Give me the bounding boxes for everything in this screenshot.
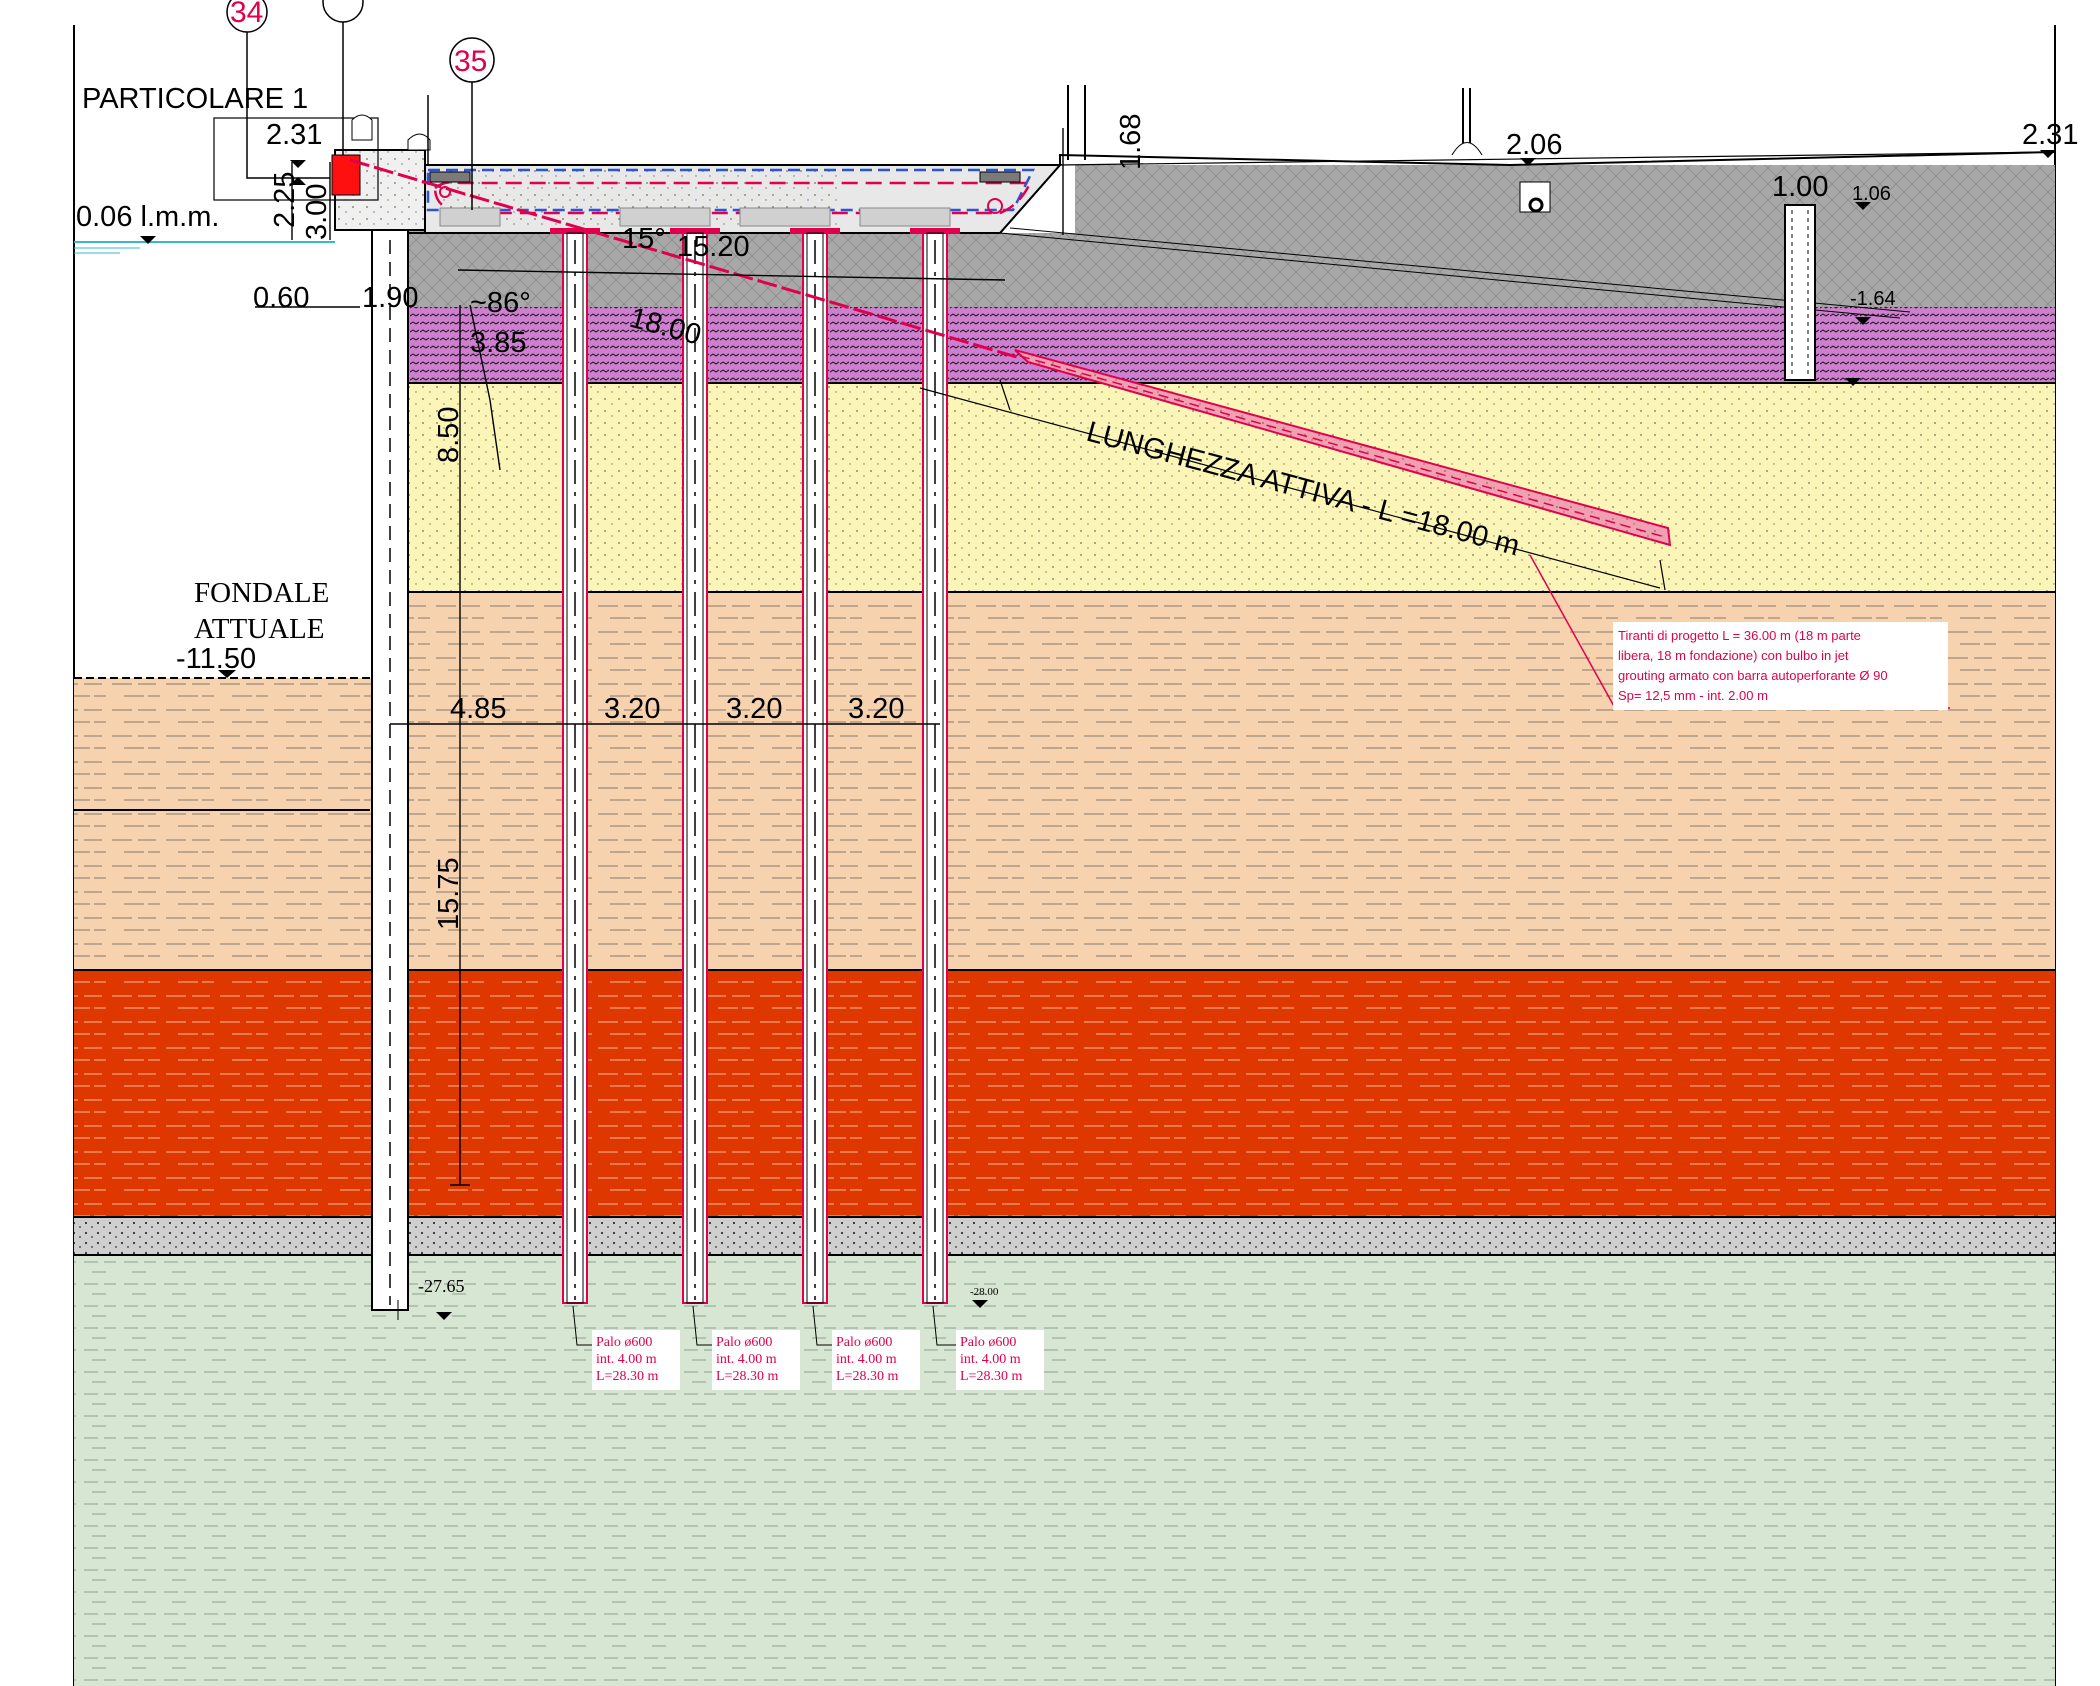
dim-spacing-1: 3.20 bbox=[604, 693, 660, 725]
dim-spacing-first: 4.85 bbox=[450, 693, 506, 725]
dim-060: 0.60 bbox=[253, 282, 309, 314]
tie-rod bbox=[349, 158, 1950, 709]
pile-label-line3: L=28.30 m bbox=[716, 1369, 778, 1384]
pile-label-line2: int. 4.00 m bbox=[960, 1352, 1021, 1367]
title-label: PARTICOLARE 1 bbox=[82, 83, 308, 115]
pile-label-line3: L=28.30 m bbox=[960, 1369, 1022, 1384]
water-level bbox=[74, 236, 335, 254]
dim-toe-wall: -27.65 bbox=[418, 1276, 465, 1296]
dim-angle-15: 15° bbox=[622, 223, 666, 255]
callout-34: 34 bbox=[230, 0, 263, 29]
pile-label-line2: int. 4.00 m bbox=[836, 1352, 897, 1367]
svg-text:libera, 18 m fondazione) con b: libera, 18 m fondazione) con bulbo in je… bbox=[1618, 648, 1849, 663]
quay-wall bbox=[213, 95, 431, 1320]
dim-206: 2.06 bbox=[1506, 129, 1562, 161]
pile-label-line2: int. 4.00 m bbox=[716, 1352, 777, 1367]
water-level-label: 0.06 l.m.m. bbox=[76, 201, 219, 233]
pile-label-line3: L=28.30 m bbox=[836, 1369, 898, 1384]
callout-35: 35 bbox=[454, 45, 487, 78]
callouts bbox=[226, 0, 495, 210]
dim-spacing-2: 3.20 bbox=[726, 693, 782, 725]
seabed-elevation: -11.50 bbox=[176, 643, 256, 675]
pile-label-box bbox=[956, 1330, 1044, 1390]
pile-label-line1: Palo ø600 bbox=[596, 1335, 652, 1350]
seabed-label-1: FONDALE bbox=[194, 577, 329, 609]
dim-231: 2.31 bbox=[2022, 119, 2078, 151]
pile-label-box bbox=[592, 1330, 680, 1390]
dim-spacing-3: 3.20 bbox=[848, 693, 904, 725]
pile-label-line2: int. 4.00 m bbox=[596, 1352, 657, 1367]
seabed-label-2: ATTUALE bbox=[194, 613, 324, 645]
dim-top-left: 2.31 bbox=[266, 119, 322, 151]
tie-note: Tiranti di progetto L = 36.00 m (18 m pa… bbox=[1613, 622, 1948, 710]
pile-label-box bbox=[712, 1330, 800, 1390]
capping-slab bbox=[424, 164, 1063, 234]
pile-label-line3: L=28.30 m bbox=[596, 1369, 658, 1384]
dim-190: 1.90 bbox=[362, 282, 418, 314]
dim-1575: 15.75 bbox=[433, 857, 465, 930]
pile-label-line1: Palo ø600 bbox=[716, 1335, 772, 1350]
pile-label-line1: Palo ø600 bbox=[836, 1335, 892, 1350]
dim-slab: 15.20 bbox=[677, 231, 750, 263]
dim-angle-86: ~86° bbox=[470, 287, 531, 319]
dim-wall-a: 2.25 bbox=[269, 172, 301, 228]
svg-text:Tiranti di progetto L = 36.00: Tiranti di progetto L = 36.00 m (18 m pa… bbox=[1618, 628, 1861, 643]
svg-text:Sp= 12,5 mm - int. 2.00 m: Sp= 12,5 mm - int. 2.00 m bbox=[1618, 688, 1768, 703]
drain-well bbox=[1067, 85, 2056, 386]
dim-168: 1.68 bbox=[1115, 114, 1147, 170]
dim-wall-b: 3.00 bbox=[301, 184, 333, 240]
pile-label-box bbox=[832, 1330, 920, 1390]
dimension-lines bbox=[255, 128, 1064, 1186]
dim-385: 3.85 bbox=[470, 327, 526, 359]
dim-850: 8.50 bbox=[433, 407, 465, 463]
dim-164: -1.64 bbox=[1850, 288, 1896, 310]
dim-100: 1.00 bbox=[1772, 171, 1828, 203]
pile-labels: Palo ø600 int. 4.00 m L=28.30 m Palo ø600 in… bbox=[592, 1330, 1044, 1390]
pile-label-line1: Palo ø600 bbox=[960, 1335, 1016, 1350]
dim-toe-piles: -28.00 bbox=[970, 1286, 999, 1298]
dim-106: 1.06 bbox=[1852, 183, 1891, 205]
piles bbox=[562, 232, 956, 1346]
svg-text:grouting armato con barra auto: grouting armato con barra autoperforante… bbox=[1618, 668, 1888, 683]
